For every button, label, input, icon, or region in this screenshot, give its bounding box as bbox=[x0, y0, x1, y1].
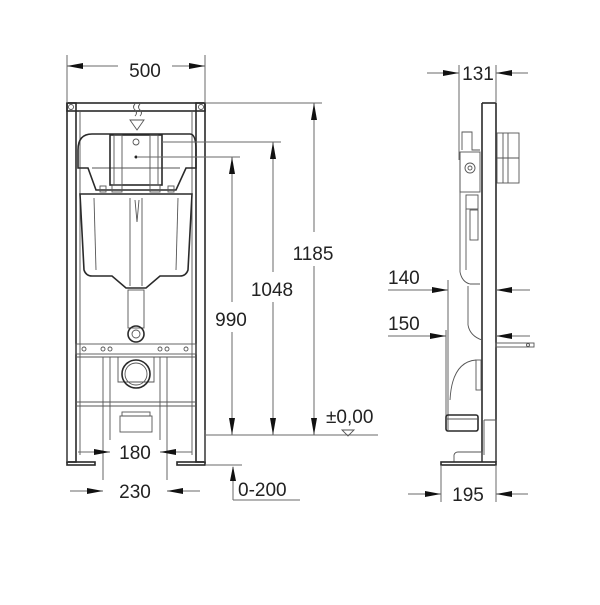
front-view bbox=[66, 102, 206, 480]
dim-depth-top: 131 bbox=[462, 64, 494, 85]
dim-offset-lower: 150 bbox=[388, 314, 420, 335]
dim-depth-bottom: 195 bbox=[452, 485, 484, 506]
dim-offset-upper: 140 bbox=[388, 268, 420, 289]
dim-foot-adjust: 0-200 bbox=[238, 480, 287, 501]
side-view bbox=[440, 102, 535, 466]
dim-flush-plate-top: 1048 bbox=[251, 280, 293, 301]
dim-bolt-spacing-inner: 180 bbox=[119, 443, 151, 464]
side-dimensions: 131 140 150 195 bbox=[388, 64, 530, 506]
dim-floor-level: ±0,00 bbox=[326, 407, 373, 428]
dim-bolt-spacing-outer: 230 bbox=[119, 482, 151, 503]
dim-total-height: 1185 bbox=[293, 244, 334, 265]
dim-frame-width: 500 bbox=[129, 61, 161, 82]
dim-flush-plate-center: 990 bbox=[215, 310, 247, 331]
front-dimensions: 500 1185 1048 990 ±0,00 180 bbox=[66, 55, 378, 503]
